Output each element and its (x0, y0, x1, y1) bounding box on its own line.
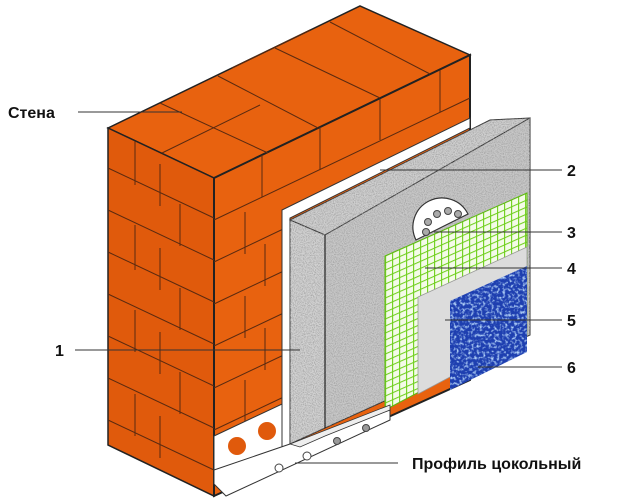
base-profile (213, 403, 391, 497)
brick-wall-front-face (107, 126, 215, 498)
label-4: 4 (567, 261, 576, 278)
dowel-anchor (412, 197, 469, 241)
label-5: 5 (567, 313, 576, 330)
label-6: 6 (567, 360, 576, 377)
label-3: 3 (567, 225, 576, 242)
decorative-finish-layer (450, 266, 527, 390)
label-wall: Стена (8, 105, 55, 122)
label-base-profile: Профиль цокольный (412, 456, 581, 473)
label-1: 1 (55, 343, 64, 360)
brick-mortar-lines (107, 21, 471, 471)
label-2: 2 (567, 163, 576, 180)
